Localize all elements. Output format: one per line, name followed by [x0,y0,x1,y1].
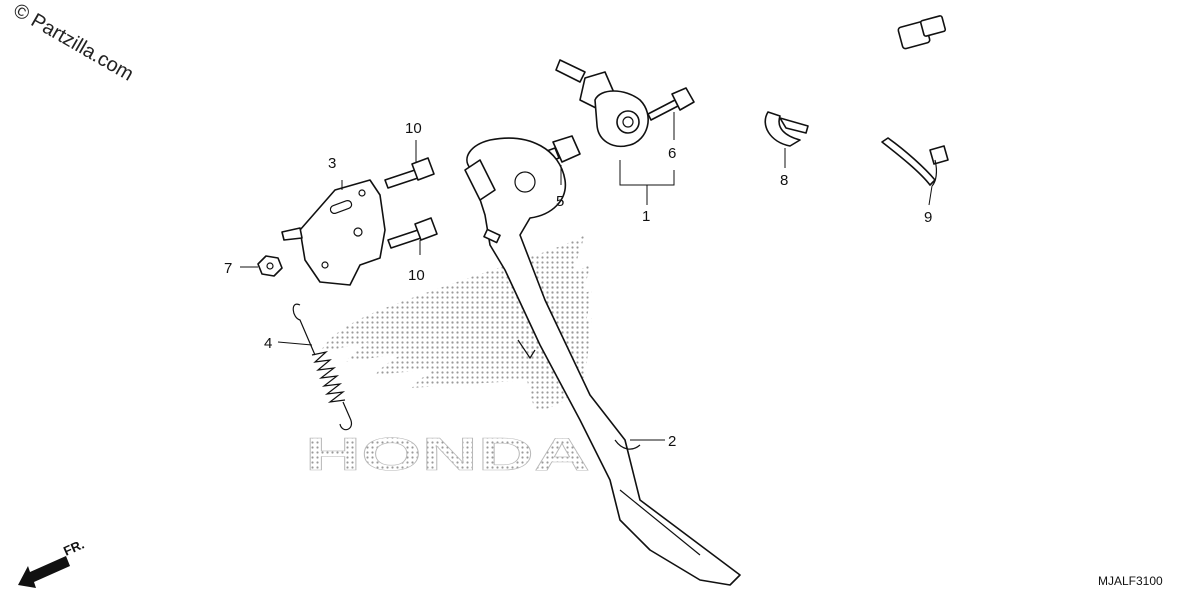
callout-6: 6 [668,145,676,162]
diagram-code: MJALF3100 [1098,574,1163,588]
honda-logo-text: HONDA [305,428,590,480]
front-arrow-icon [18,556,70,588]
side-stand-switch [531,14,947,147]
bolt-part-10-upper [384,157,435,189]
bracket-plate-part-3 [281,179,386,286]
callout-3: 3 [328,155,336,172]
callout-8: 8 [780,172,788,189]
spring-part-4 [292,303,352,431]
callout-5: 5 [556,193,564,210]
clamp-part-8 [764,111,809,147]
nut-part-7 [257,255,283,277]
side-stand-part-2 [464,137,741,586]
front-direction-marker: FR. [18,537,86,588]
partzilla-watermark: © Partzilla.com [10,0,138,86]
callout-2: 2 [668,433,676,450]
bolt-part-6 [647,87,695,121]
bolt-part-10-lower [387,217,438,249]
cable-tie-part-9 [881,137,949,187]
front-label: FR. [61,537,86,559]
callout-7: 7 [224,260,232,277]
callout-10-upper: 10 [405,120,422,137]
callout-9: 9 [924,209,932,226]
callout-leaders [240,112,933,441]
callout-10-lower: 10 [408,267,425,284]
callout-4: 4 [264,335,272,352]
callout-1: 1 [642,208,650,225]
